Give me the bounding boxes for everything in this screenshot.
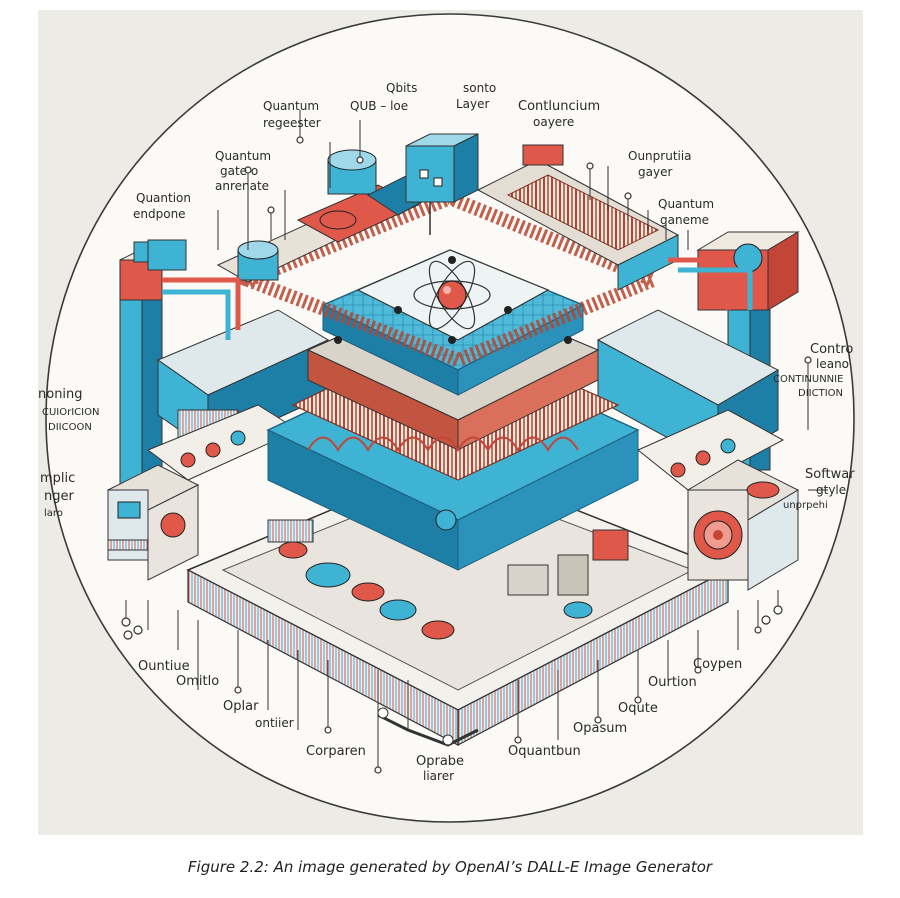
label-ountiue: Ountiue (138, 659, 190, 674)
label-corparen: Corparen (306, 744, 366, 759)
label-ounprutia-1: Ounprutiia (628, 149, 692, 163)
label-oprabe-2: liarer (423, 769, 454, 783)
right-speaker-box (686, 459, 800, 591)
leader-dots (121, 136, 812, 774)
label-ounprutia-2: gayer (638, 165, 672, 179)
base-components (267, 519, 629, 640)
qubit-cube (405, 133, 479, 235)
base-platform (186, 459, 730, 746)
label-layer: Layer (456, 97, 490, 111)
label-mplic-3: laro (44, 508, 63, 519)
label-oayere: oayere (533, 115, 574, 129)
label-oquantbun: Oquantbun (508, 744, 581, 759)
central-core (228, 190, 672, 571)
right-shelf (596, 309, 785, 491)
diagram-labels: Qbits QUB – loe sonto Layer Contluncium … (38, 81, 855, 783)
label-mplic-2: nger (44, 489, 74, 504)
leader-lines (125, 110, 828, 770)
label-noning-2: CUIOrICION (42, 407, 99, 418)
label-ourtion: Ourtion (648, 675, 697, 690)
label-oprabe-1: Oprabe (416, 754, 464, 769)
label-noning-3: DIICOON (48, 422, 92, 433)
top-right-module (476, 144, 680, 291)
figure-caption: Figure 2.2: An image generated by OpenAI… (187, 858, 713, 876)
label-quantum-register-1: Quantum (263, 99, 319, 113)
label-omitlo: Omitlo (176, 674, 219, 689)
label-coypen: Coypen (693, 657, 742, 672)
label-software-2: gtyle (816, 483, 846, 497)
label-mplic-1: mplic (40, 471, 75, 486)
label-quantum-ganeme-2: ganeme (660, 213, 709, 227)
label-control-1: Contro (810, 342, 853, 357)
label-quantion-endpone-2: endpone (133, 207, 186, 221)
label-control-3: CONTINUNNIE (773, 374, 843, 385)
generated-illustration: Qbits QUB – loe sonto Layer Contluncium … (38, 10, 863, 835)
label-quantum-gate-3: anrenate (215, 179, 269, 193)
label-sonto: sonto (463, 81, 496, 95)
label-control-2: leano (816, 357, 849, 371)
quantum-computer-illustration: Qbits QUB – loe sonto Layer Contluncium … (38, 13, 855, 823)
label-noning-1: noning (38, 387, 83, 402)
label-opasum: Opasum (573, 721, 627, 736)
label-qub: QUB – loe (350, 99, 408, 113)
label-quantion-endpone-1: Quantion (136, 191, 191, 205)
bottom-connector (377, 707, 479, 747)
label-quantum-register-2: regeester (263, 116, 321, 130)
label-control-4: DIICTION (798, 388, 843, 399)
label-software-3: unprpehi (783, 500, 828, 511)
label-contluncium: Contluncium (518, 99, 600, 114)
label-oplar: Oplar (223, 699, 259, 714)
label-oqute: Oqute (618, 701, 658, 716)
label-ontiier: ontiier (255, 716, 294, 730)
label-quantum-gate-1: Quantum (215, 149, 271, 163)
cable-lines (162, 257, 753, 340)
left-control-box (106, 464, 200, 581)
label-software-1: Softwar (805, 467, 855, 482)
label-quantum-ganeme-1: Quantum (658, 197, 714, 211)
left-shelf (146, 309, 330, 481)
label-qbits: Qbits (386, 81, 417, 95)
label-quantum-gate-2: gate o (220, 164, 258, 178)
